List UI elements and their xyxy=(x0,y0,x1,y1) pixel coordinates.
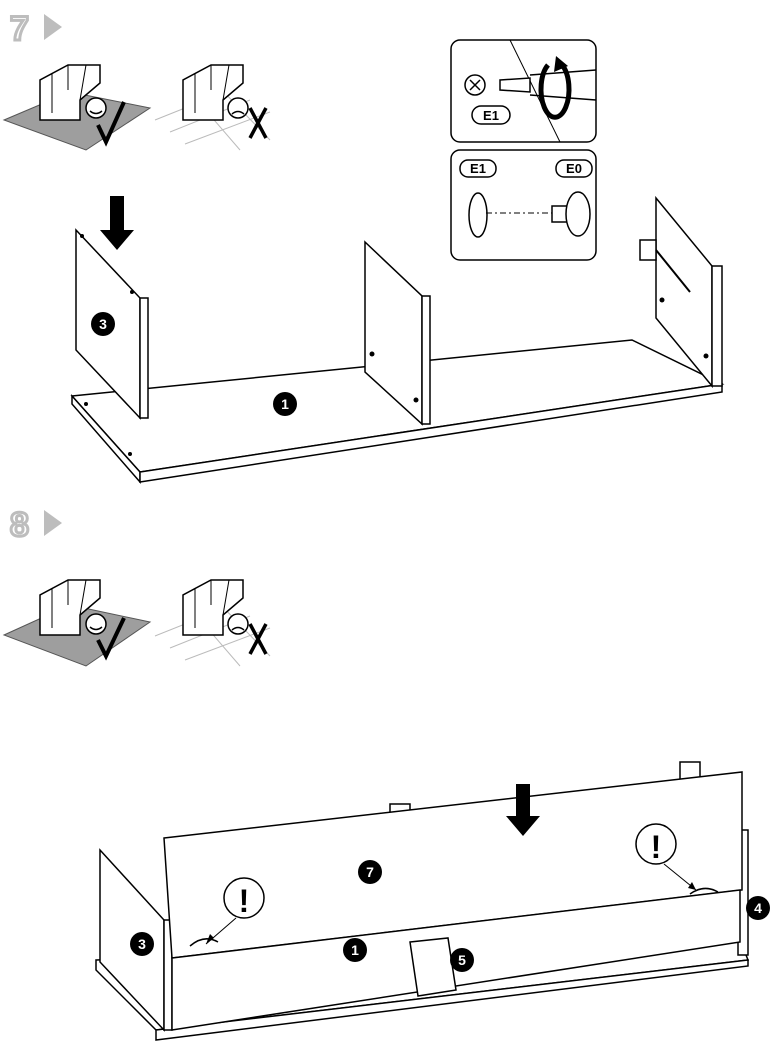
warning-icon-right: ! xyxy=(635,823,697,891)
svg-text:3: 3 xyxy=(138,936,146,952)
fitting-label-e0: E0 xyxy=(566,161,582,176)
correct-on-rug-icon xyxy=(2,64,152,151)
down-arrow-icon-8 xyxy=(506,784,540,836)
cam-lock-turn-detail: E1 xyxy=(450,39,597,143)
correct-on-rug-icon-8 xyxy=(2,579,152,667)
svg-text:1: 1 xyxy=(281,396,289,412)
incorrect-on-floor-icon-8 xyxy=(154,579,271,667)
holes xyxy=(80,234,709,456)
step-7-header: 7 xyxy=(9,9,62,50)
step-arrow-icon xyxy=(44,14,62,40)
svg-text:!: ! xyxy=(239,883,250,919)
step-7-assembly xyxy=(70,195,725,485)
rotate-arrow-icon xyxy=(538,63,572,120)
step-number-7: 7 xyxy=(10,10,29,48)
svg-text:3: 3 xyxy=(99,316,107,332)
part-label-1-step8: 1 xyxy=(343,938,367,962)
part-label-4: 4 xyxy=(746,896,770,920)
part-label-1-step7: 1 xyxy=(273,392,297,416)
step-number-8: 8 xyxy=(10,506,29,544)
part-label-3-step7: 3 xyxy=(91,312,115,336)
cam-lock-side-icon xyxy=(468,192,488,238)
back-panel xyxy=(163,771,743,959)
incorrect-on-floor-icon xyxy=(154,64,271,151)
part-label-5: 5 xyxy=(450,948,474,972)
svg-text:1: 1 xyxy=(351,942,359,958)
center-divider-8 xyxy=(409,937,457,997)
part-label-3-step8: 3 xyxy=(130,932,154,956)
svg-text:7: 7 xyxy=(366,864,374,880)
down-arrow-icon xyxy=(100,196,134,250)
svg-text:!: ! xyxy=(651,829,662,865)
step-arrow-icon-8 xyxy=(44,510,62,536)
screwdriver-icon xyxy=(499,77,531,93)
step-8-header: 8 xyxy=(9,505,62,546)
warning-icon-left: ! xyxy=(205,877,265,945)
fitting-label-e1-top: E1 xyxy=(470,161,486,176)
svg-text:5: 5 xyxy=(458,952,466,968)
part-label-7: 7 xyxy=(358,860,382,884)
svg-text:4: 4 xyxy=(754,900,762,916)
cam-dowel-detail: E1 E0 xyxy=(450,149,597,261)
step-8-assembly xyxy=(95,761,750,1041)
fitting-label-e1: E1 xyxy=(483,108,499,123)
